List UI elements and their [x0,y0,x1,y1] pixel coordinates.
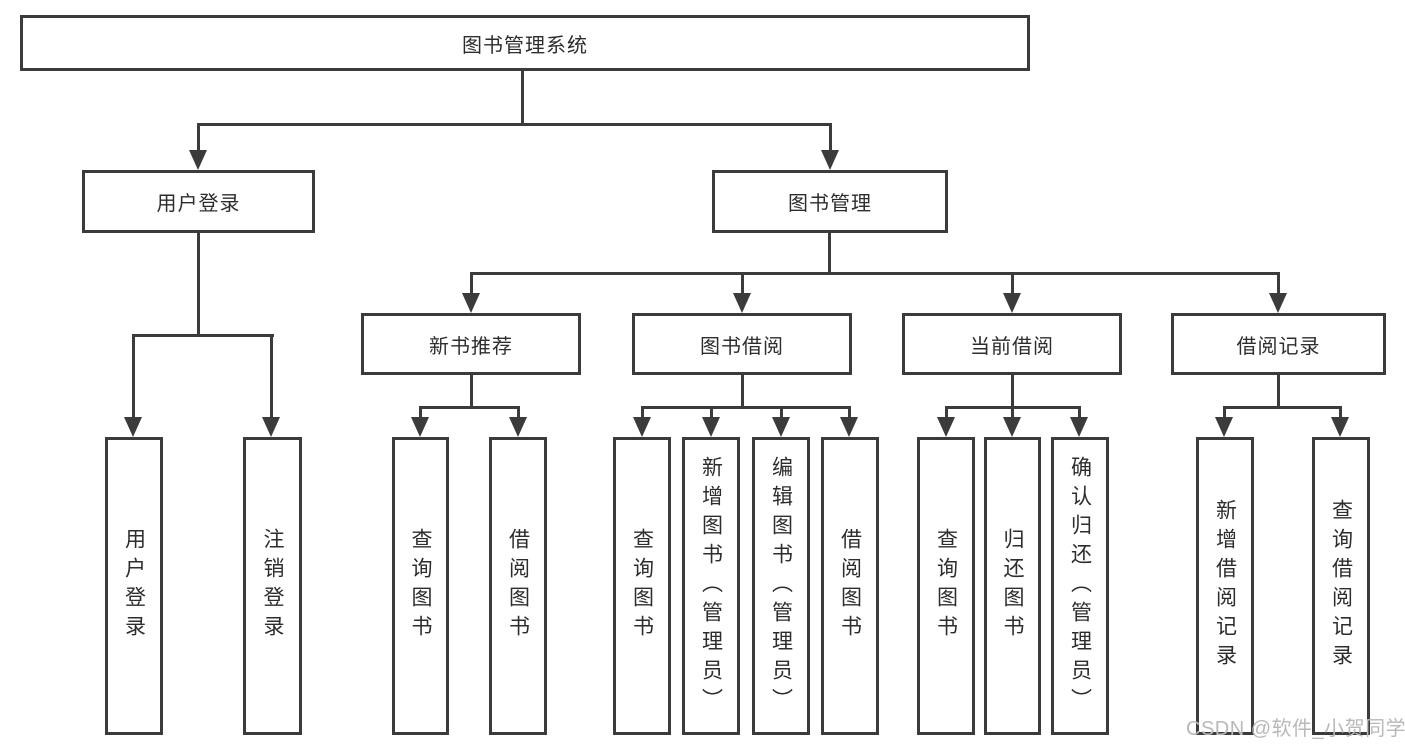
node-user-login: 用户登录 [82,170,315,233]
leaf-query-books-3: 查询图书 [917,437,975,735]
connector-line [197,123,200,153]
leaf-query-books-1: 查询图书 [392,437,449,735]
connector-line [419,406,422,419]
arrow-down-icon [1003,293,1021,313]
arrow-down-icon [821,150,839,170]
connector-line [1011,272,1014,295]
node-new-book-recommend: 新书推荐 [361,313,581,375]
connector-line [419,406,520,409]
arrow-down-icon [462,293,480,313]
connector-line [517,406,520,419]
leaf-query-borrow-record-label: 查询借阅记录 [1329,499,1353,673]
leaf-edit-book-admin-label: 编辑图书（管理员） [769,455,793,717]
connector-line [1223,406,1342,409]
connector-line [641,406,851,409]
connector-line [470,272,1280,275]
leaf-edit-book-admin: 编辑图书（管理员） [752,437,810,735]
connector-line [1339,406,1342,419]
arrow-down-icon [1331,417,1349,437]
connector-line [1277,272,1280,295]
leaf-borrow-books-1-label: 借阅图书 [506,528,530,644]
node-book-management-label: 图书管理 [788,193,872,215]
leaf-borrow-books-1: 借阅图书 [489,437,547,735]
connector-line [1277,373,1280,409]
connector-line [132,334,135,419]
node-root: 图书管理系统 [20,15,1030,71]
connector-line [1223,406,1226,419]
leaf-return-book: 归还图书 [984,437,1041,735]
csdn-watermark: CSDN @软件_小贺同学 [1186,718,1405,740]
arrow-down-icon [411,417,429,437]
arrow-down-icon [262,417,280,437]
leaf-logout-label: 注销登录 [261,528,284,644]
connector-line [641,406,644,419]
connector-line [780,406,783,419]
leaf-logout: 注销登录 [243,437,302,735]
arrow-down-icon [509,417,527,437]
connector-line [741,272,744,295]
arrow-down-icon [937,417,955,437]
node-borrow-records: 借阅记录 [1171,313,1386,375]
connector-line [741,373,744,409]
leaf-query-books-2-label: 查询图书 [630,528,654,644]
connector-line [197,231,200,337]
node-borrow-records-label: 借阅记录 [1236,335,1321,358]
leaf-confirm-return-admin-label: 确认归还（管理员） [1068,455,1092,717]
leaf-user-login: 用户登录 [105,437,163,735]
connector-line [521,69,524,126]
connector-line [1011,406,1014,419]
leaf-borrow-books-2: 借阅图书 [821,437,879,735]
node-book-borrow-label: 图书借阅 [700,335,784,358]
leaf-query-books-2: 查询图书 [613,437,671,735]
leaf-add-borrow-record: 新增借阅记录 [1196,437,1254,735]
leaf-borrow-books-2-label: 借阅图书 [838,528,862,644]
node-current-borrow: 当前借阅 [902,313,1122,375]
arrow-down-icon [772,417,790,437]
node-new-book-recommend-label: 新书推荐 [429,335,513,358]
connector-line [828,231,831,275]
arrow-down-icon [702,417,720,437]
leaf-query-borrow-record: 查询借阅记录 [1312,437,1370,735]
leaf-add-borrow-record-label: 新增借阅记录 [1213,499,1237,673]
arrow-down-icon [733,293,751,313]
node-root-label: 图书管理系统 [462,34,588,57]
leaf-query-books-3-label: 查询图书 [934,528,958,644]
connector-line [133,334,274,337]
leaf-confirm-return-admin: 确认归还（管理员） [1051,437,1109,735]
connector-line [710,406,713,419]
connector-line [198,123,832,126]
arrow-down-icon [1215,417,1233,437]
node-book-management: 图书管理 [712,170,948,233]
connector-line [945,406,948,419]
arrow-down-icon [189,150,207,170]
arrow-down-icon [124,417,142,437]
arrow-down-icon [840,417,858,437]
connector-line [470,272,473,295]
connector-line [1078,406,1081,419]
node-book-borrow: 图书借阅 [632,313,852,375]
arrow-down-icon [1070,417,1088,437]
connector-line [848,406,851,419]
leaf-return-book-label: 归还图书 [1001,528,1024,644]
leaf-add-book-admin: 新增图书（管理员） [682,437,740,735]
leaf-add-book-admin-label: 新增图书（管理员） [699,455,723,717]
leaf-query-books-1-label: 查询图书 [409,528,432,644]
arrow-down-icon [633,417,651,437]
connector-line [470,373,473,409]
arrow-down-icon [1269,293,1287,313]
connector-line [270,334,273,419]
connector-line [829,123,832,153]
leaf-user-login-label: 用户登录 [122,528,146,644]
node-current-borrow-label: 当前借阅 [970,335,1054,358]
connector-line [1011,373,1014,409]
arrow-down-icon [1003,417,1021,437]
node-user-login-label: 用户登录 [156,193,241,215]
